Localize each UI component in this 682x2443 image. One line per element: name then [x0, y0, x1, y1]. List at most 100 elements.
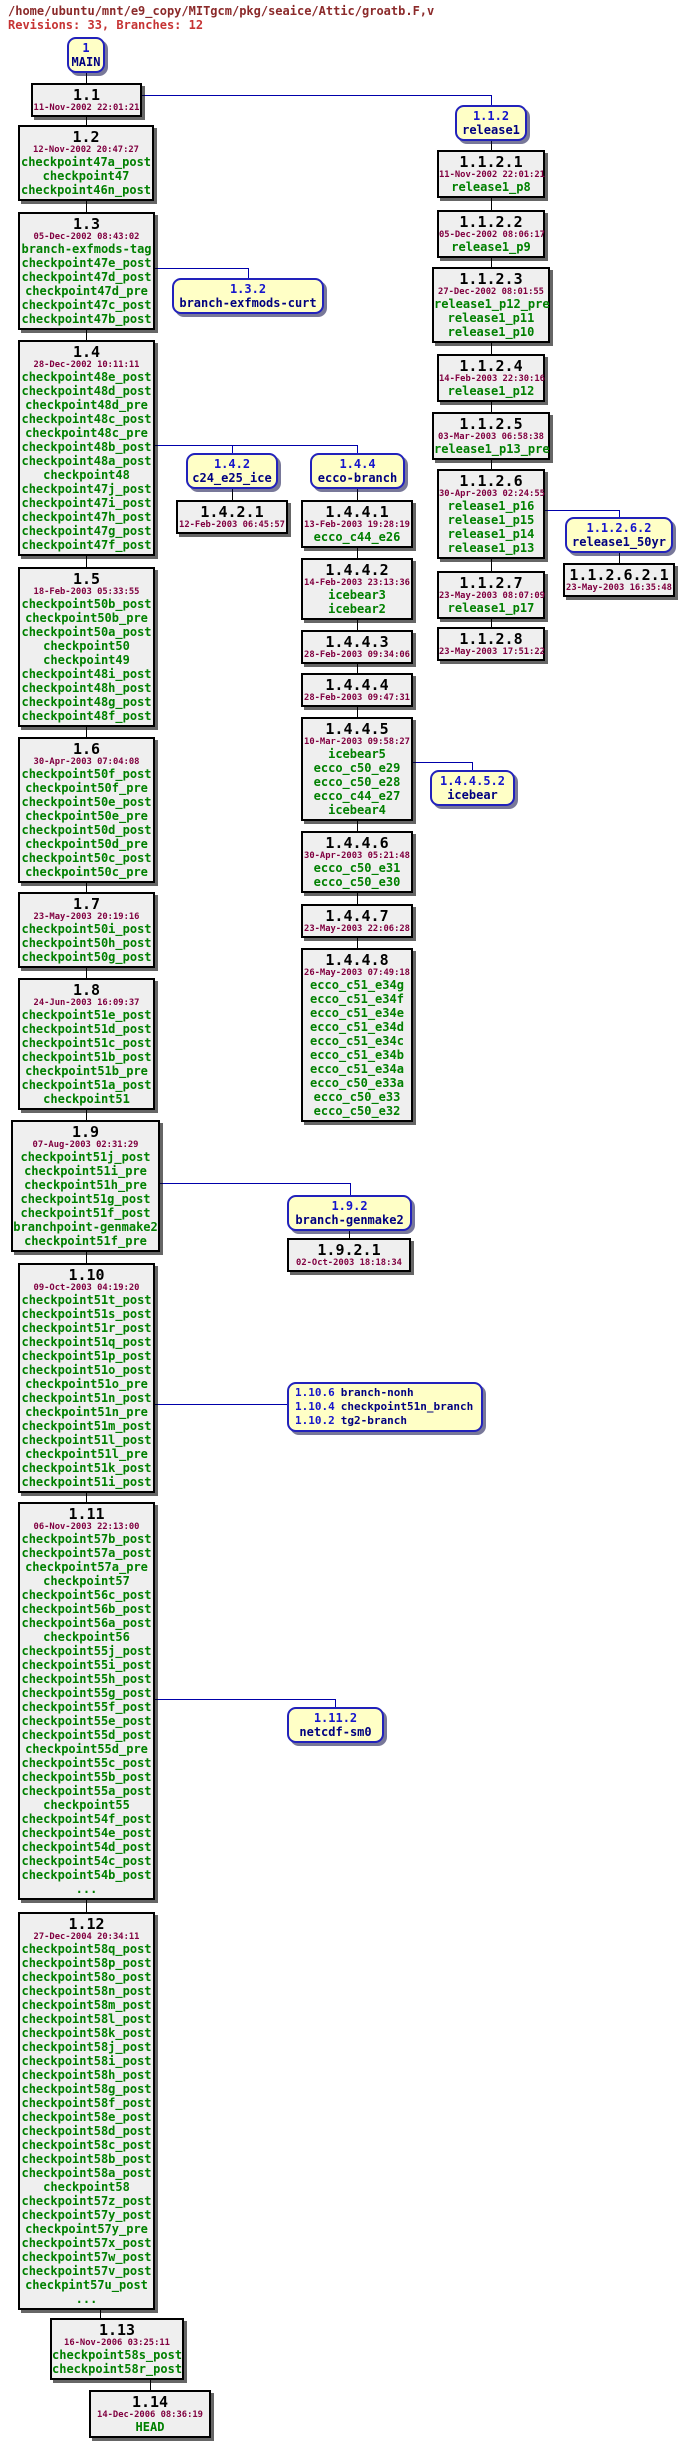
tag-label: ecco_c51_e34d	[310, 1020, 404, 1034]
tag-label: checkpoint49	[43, 653, 130, 667]
revision-date: 16-Nov-2006 03:25:11	[64, 2338, 170, 2348]
revision-date: 28-Feb-2003 09:47:31	[304, 693, 410, 703]
tag-label: checkpoint51	[43, 1092, 130, 1106]
revision-number: 1.7	[72, 895, 101, 913]
tag-label: checkpoint58e_post	[21, 2110, 152, 2124]
tag-label: ecco_c50_e33a	[310, 1076, 404, 1090]
branch-name: c24_e25_ice	[192, 471, 272, 485]
revision-number: 1.8	[72, 981, 101, 999]
tag-label: checkpoint51e_post	[21, 1008, 152, 1022]
connector-line	[357, 703, 358, 717]
revision-date: 27-Dec-2004 20:34:11	[33, 1932, 140, 1942]
branch-name: tg2-branch	[340, 1414, 407, 1427]
revision-number: 1.9	[71, 1123, 100, 1141]
connector-line	[491, 557, 492, 571]
tag-label: checkpoint47h_post	[21, 510, 152, 524]
connector-line	[86, 551, 87, 567]
tag-label: checkpoint58d_post	[21, 2124, 152, 2138]
tag-label: checkpoint50c_pre	[25, 865, 148, 879]
tag-label: release1_p15	[447, 513, 535, 527]
connector-line	[86, 325, 87, 340]
revision-date: 03-Mar-2003 06:58:38	[438, 432, 544, 442]
connector-line	[160, 1183, 350, 1184]
tag-label: checkpoint51d_post	[21, 1022, 152, 1036]
tag-label: ecco_c51_e34e	[310, 1006, 404, 1020]
tag-label: release1_p14	[447, 527, 535, 541]
tag-label: checkpoint47d_post	[21, 270, 152, 284]
connector-line	[86, 964, 87, 978]
tag-label: checkpoint50	[43, 639, 130, 653]
connector-line	[86, 1105, 87, 1120]
connector-line	[232, 485, 233, 500]
branch-name: icebear	[447, 788, 498, 802]
tag-label: checkpoint51s_post	[21, 1307, 152, 1321]
tag-label: checkpoint51q_post	[21, 1335, 152, 1349]
tag-label: checkpoint48	[43, 468, 130, 482]
tag-label: checkpoint55i_post	[21, 1658, 152, 1672]
tag-label: checkpoint58g_post	[21, 2082, 152, 2096]
revision-date: 28-Feb-2003 09:34:06	[304, 650, 410, 660]
tag-label: ecco_c51_e34b	[310, 1048, 404, 1062]
revision-date: 05-Dec-2002 08:06:17	[439, 230, 545, 240]
tag-label: checkpoint58s_post	[52, 2348, 183, 2362]
tag-label: ecco_c51_e34c	[310, 1034, 404, 1048]
tag-label: checkpoint55j_post	[21, 1644, 152, 1658]
tag-label: checkpoint55a_post	[21, 1784, 152, 1798]
revision-date: 23-May-2003 22:06:28	[304, 924, 410, 934]
revision-date: 14-Feb-2003 22:30:16	[439, 374, 545, 384]
tag-label: release1_p11	[447, 311, 535, 325]
connector-line	[232, 445, 233, 453]
revision-number: 1.1.2.2	[459, 213, 523, 231]
tag-label: checkpoint51j_post	[20, 1150, 151, 1164]
tag-label: checkpoint55e_post	[21, 1714, 152, 1728]
tag-label: ecco_c50_e28	[313, 775, 401, 789]
tag-label: checkpoint51m_post	[21, 1419, 152, 1433]
connector-line	[155, 1699, 335, 1700]
connector-line	[86, 877, 87, 892]
tag-label: checkpoint58b_post	[21, 2152, 152, 2166]
